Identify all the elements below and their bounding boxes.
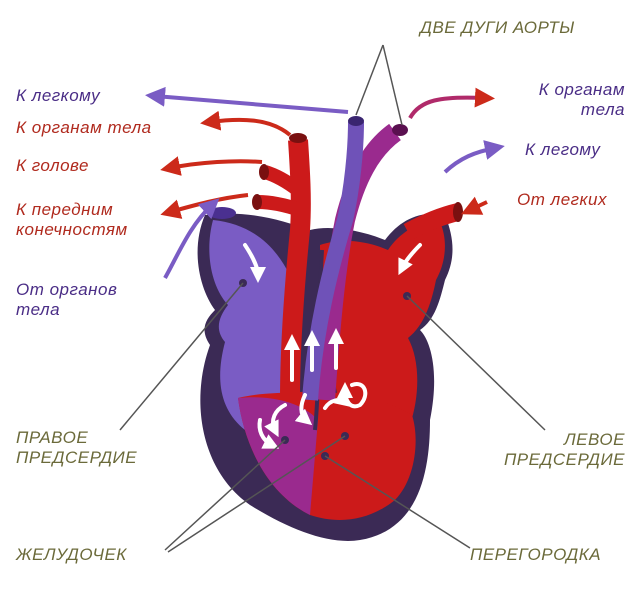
label-to-front-limbs: К передним конечностям <box>16 200 128 239</box>
right-arch-opening <box>289 133 307 143</box>
label-to-lung-left: К легкому <box>16 86 101 105</box>
subclavian-branch <box>257 195 303 217</box>
pulmonary-vein <box>403 203 461 240</box>
arrow-to-body-organs-right <box>408 87 495 120</box>
pulmonary-vein-opening <box>453 202 463 222</box>
arrow-to-lung-left <box>145 86 349 114</box>
label-septum: ПЕРЕГОРОДКА <box>470 545 602 564</box>
carotid-opening <box>259 164 269 180</box>
left-atrium-chamber <box>320 221 445 425</box>
arrow-to-lung-right <box>443 140 505 174</box>
label-left-atrium: ЛЕВОЕ ПРЕДСЕРДИЕ <box>503 430 625 469</box>
label-from-body-organs: От органов тела <box>16 280 118 319</box>
label-to-body-organs-left: К органам тела <box>16 118 152 137</box>
label-to-head: К голове <box>16 156 90 175</box>
flow-arrows <box>243 243 422 449</box>
label-right-atrium: ПРАВОЕ ПРЕДСЕРДИЕ <box>16 428 138 467</box>
subclavian-opening <box>252 194 262 210</box>
arrow-from-body-organs <box>163 198 220 279</box>
pulmonary-artery <box>302 121 364 401</box>
label-from-lungs: От легких <box>517 190 608 209</box>
vena-cava-opening <box>208 207 236 219</box>
right-atrium-chamber <box>209 220 300 430</box>
left-arch-opening <box>392 124 408 136</box>
label-ventricle: ЖЕЛУДОЧЕК <box>16 545 127 564</box>
arrow-to-head <box>160 156 263 176</box>
label-to-body-organs-right: К органам тела <box>538 80 625 119</box>
leader-lines <box>119 44 546 553</box>
label-two-aortic-arches: ДВЕ ДУГИ АОРТЫ <box>420 18 575 37</box>
label-to-lung-right: К легому <box>525 140 601 159</box>
arrow-from-lungs <box>460 196 488 215</box>
arrow-to-body-organs-left <box>200 110 292 137</box>
pulmonary-opening <box>348 116 364 126</box>
